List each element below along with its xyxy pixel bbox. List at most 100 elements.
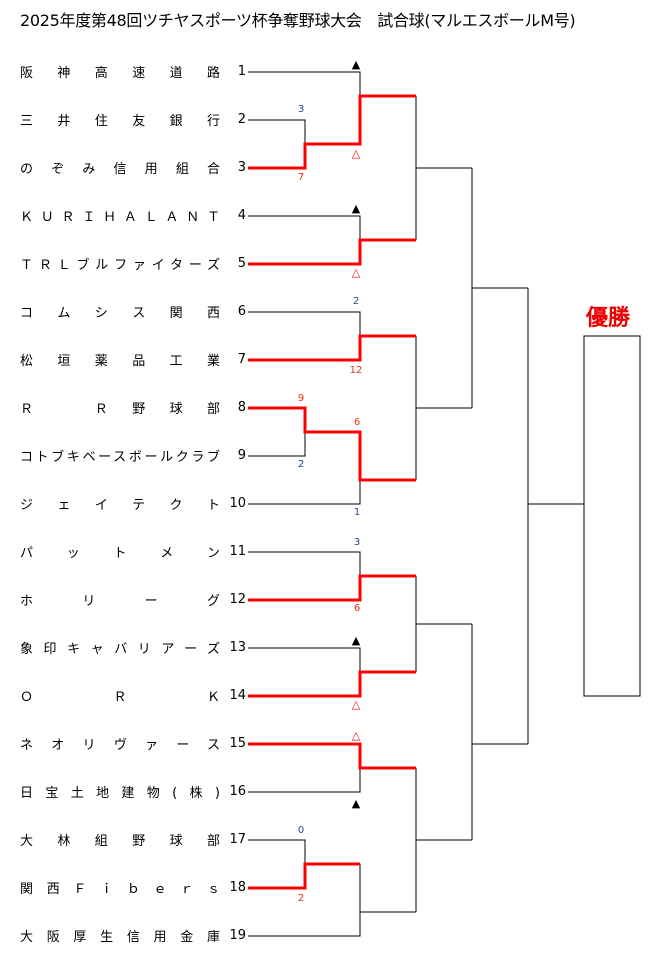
score-label: 9 [297,393,305,404]
loss-triangle-icon: ▲ [351,202,361,215]
team-entry: 象印キャバリアーズ 13 [20,638,246,657]
winner-path [248,334,416,362]
team-entry: 関西Ｆｉｂｅｒｓ 18 [20,878,246,897]
score-label: 2 [297,893,305,904]
page-title: 2025年度第48回ツチヤスポーツ杯争奪野球大会 試合球(マルエスボールM号) [20,11,576,30]
team-entry: パットメン 11 [20,542,246,561]
bracket-line [248,432,306,457]
team-name: 関西Ｆｉｂｅｒｓ [20,881,220,897]
win-triangle-icon: △ [351,147,361,160]
bracket-line [248,864,361,937]
team-number: 18 [229,879,246,895]
team-entry: ＯＲＫ 14 [20,686,246,705]
winner-path [248,670,416,698]
winner-path [248,238,416,266]
team-entry: 日宝土地建物(株) 16 [20,782,246,801]
team-number: 12 [229,591,246,607]
win-triangle-icon: △ [351,698,361,711]
team-number: 9 [237,447,246,463]
team-name: パットメン [20,545,220,561]
team-number: 17 [229,831,246,847]
team-name: 阪神高速道路 [20,65,220,81]
winner-label: 優勝 [586,305,631,331]
team-name: ＯＲＫ [20,689,220,705]
team-number: 16 [229,783,246,799]
team-name: 大林組野球部 [20,833,220,849]
bracket-line [248,647,361,672]
team-name: コムシス関西 [20,305,220,321]
team-entry: ジェイテクト 10 [20,494,246,513]
team-number: 4 [237,207,246,223]
team-entry: 大林組野球部 17 [20,830,246,849]
team-entry: のぞみ信用組合 3 [20,158,246,177]
score-label: 7 [297,172,305,183]
team-name: ＴＲＬブルファイターズ [20,257,220,273]
team-number: 3 [237,159,246,175]
team-number: 19 [229,927,246,943]
winner-path [248,406,416,482]
team-name: のぞみ信用組合 [20,161,220,177]
team-name: ホリーグ [20,593,220,609]
team-number: 13 [229,639,246,655]
bracket-line [248,215,361,240]
team-entry: 三井住友銀行 2 [20,110,246,129]
bracket-line [248,71,361,96]
team-name: 象印キャバリアーズ [20,641,220,657]
team-entry: 阪神高速道路 1 [20,62,246,81]
score-label: 2 [297,459,305,470]
team-number: 15 [229,735,246,751]
loss-triangle-icon: ▲ [351,634,361,647]
team-entry: 大阪厚生信用金庫 19 [20,926,246,945]
team-entry: コムシス関西 6 [20,302,246,321]
team-number: 11 [229,543,246,559]
team-name: 松垣薬品工業 [20,353,220,369]
team-name: 大阪厚生信用金庫 [20,929,220,945]
score-label: 3 [353,537,361,548]
team-number: 5 [237,255,246,271]
bracket-line [248,768,361,793]
team-entry: 松垣薬品工業 7 [20,350,246,369]
team-number: 1 [237,63,246,79]
loss-triangle-icon: ▲ [351,797,361,810]
team-entry: コトブキベースボールクラブ 9 [20,446,246,465]
team-number: 14 [229,687,246,703]
team-name: ＫＵＲＩＨＡＬＡＮＴ [20,209,220,225]
team-entry: ネオリヴァース 15 [20,734,246,753]
loss-triangle-icon: ▲ [351,58,361,71]
score-label: 0 [297,825,305,836]
winner-path [248,862,360,890]
winner-path [248,94,416,170]
team-name: ジェイテクト [20,497,220,513]
score-label: 3 [297,104,305,115]
score-label: 12 [349,365,363,376]
bracket-line [248,311,361,336]
team-name: 三井住友銀行 [20,113,220,129]
score-label: 6 [353,417,361,428]
team-number: 7 [237,351,246,367]
win-triangle-icon: △ [351,266,361,279]
bracket-line [248,839,306,864]
champion-box [583,335,641,697]
team-entry: ＫＵＲＩＨＡＬＡＮＴ 4 [20,206,246,225]
team-name: コトブキベースボールクラブ [20,449,220,465]
score-label: 1 [353,507,361,518]
team-entry: Ｒ Ｒ野球部 8 [20,398,246,417]
team-entry: ホリーグ 12 [20,590,246,609]
team-name: 日宝土地建物(株) [20,785,220,801]
team-number: 2 [237,111,246,127]
winner-path [248,742,416,770]
bracket-line [248,551,361,576]
winner-path [248,574,416,602]
team-number: 10 [229,495,246,511]
score-label: 6 [353,603,361,614]
team-name: Ｒ Ｒ野球部 [20,401,220,417]
win-triangle-icon: △ [351,729,361,742]
score-label: 2 [352,296,360,307]
team-number: 6 [237,303,246,319]
team-entry: ＴＲＬブルファイターズ 5 [20,254,246,273]
bracket-line [248,480,361,505]
team-name: ネオリヴァース [20,737,220,753]
team-number: 8 [237,399,246,415]
bracket-line [248,119,306,144]
